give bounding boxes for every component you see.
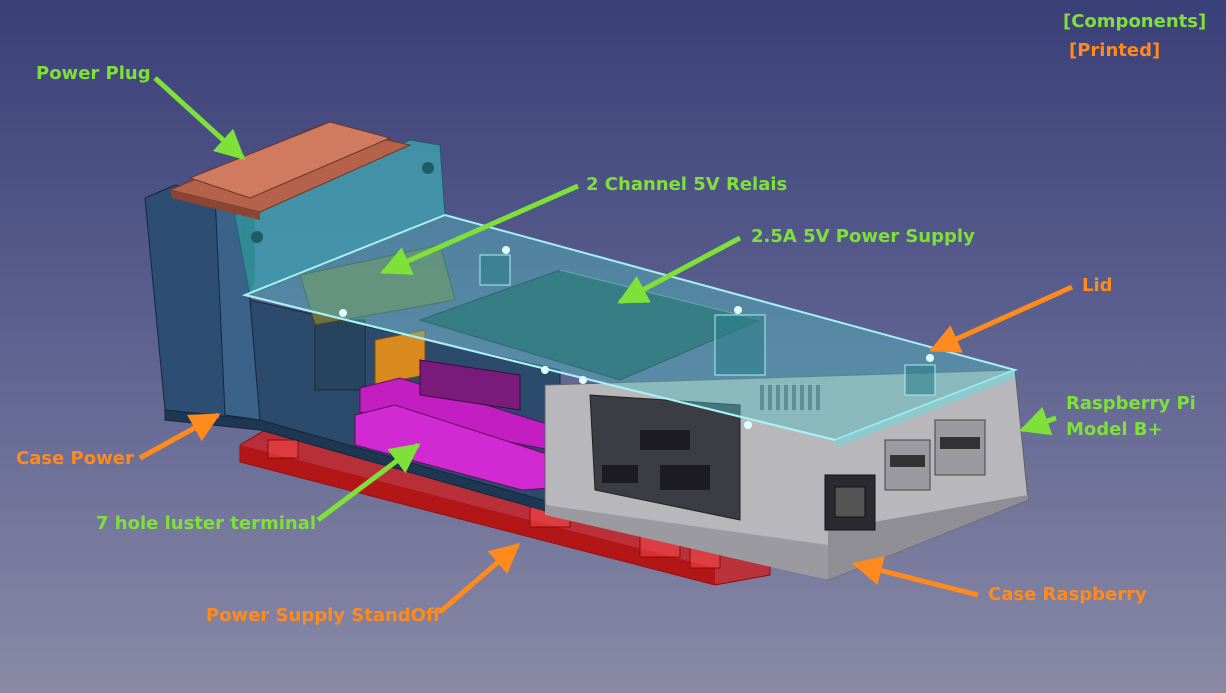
arrow-case-power [138, 412, 221, 461]
arrow-power-plug [153, 76, 246, 161]
label-luster-terminal: 7 hole luster terminal [96, 513, 317, 534]
label-raspberry-pi-line2: Model B+ [1066, 419, 1163, 440]
label-standoff: Power Supply StandOff [206, 605, 441, 626]
label-case-power: Case Power [16, 448, 134, 469]
annotation-arrows [138, 76, 1074, 614]
arrow-raspberry-pi [1019, 406, 1057, 436]
power-plug [168, 121, 412, 220]
arrow-power-supply [617, 235, 742, 305]
label-lid: Lid [1082, 275, 1113, 296]
label-relais: 2 Channel 5V Relais [586, 174, 788, 195]
arrow-lid [929, 284, 1074, 353]
arrow-case-raspberry [852, 556, 979, 598]
luster-terminal [354, 359, 551, 491]
case-raspberry [544, 369, 1029, 581]
label-power-plug: Power Plug [36, 63, 151, 84]
arrow-relais [380, 183, 580, 275]
lid [241, 213, 1019, 448]
label-raspberry-pi-line1: Raspberry Pi [1066, 393, 1196, 414]
arrow-luster-terminal [316, 443, 421, 522]
label-power-supply: 2.5A 5V Power Supply [751, 226, 975, 247]
power-supply-standoff [239, 429, 771, 586]
legend-components: [Components] [1063, 11, 1207, 32]
legend-printed: [Printed] [1069, 40, 1161, 61]
arrow-standoff [438, 543, 521, 614]
label-case-raspberry: Case Raspberry [988, 584, 1147, 605]
